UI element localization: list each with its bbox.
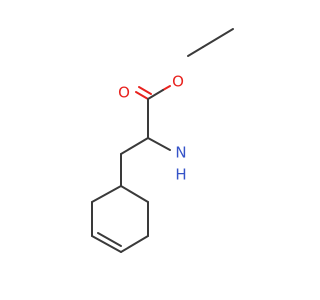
bond-alpha-carbon-methylene xyxy=(120,137,149,155)
amine-nitrogen-label: N xyxy=(175,144,186,162)
bond-ring-c4-c5-double-inner xyxy=(97,232,122,247)
bond-ring-c6-c1 xyxy=(91,185,122,203)
bond-carbonyl-double-inner xyxy=(138,86,152,95)
bond-ring-c4-c5-double-outer xyxy=(91,235,122,253)
bond-ethyl-ch3-ch2 xyxy=(202,28,234,48)
carbonyl-oxygen-label: O xyxy=(118,84,130,102)
ester-oxygen-label: O xyxy=(172,73,184,91)
bond-alpha-carbon-amine xyxy=(147,137,171,151)
bond-ester-carbon-to-oxygen xyxy=(147,89,164,100)
amine-hydrogen-label: H xyxy=(175,166,186,184)
bond-carbonyl-double-outer xyxy=(135,91,149,100)
bond-ring-c3-c4 xyxy=(120,235,149,253)
bond-ring-c1-c2 xyxy=(120,185,149,203)
bond-ester-oxygen-carbon xyxy=(162,85,171,91)
bond-ethyl-ch2-oxygen xyxy=(187,46,204,57)
chemical-structure-diagram: O O N H xyxy=(91,28,234,253)
